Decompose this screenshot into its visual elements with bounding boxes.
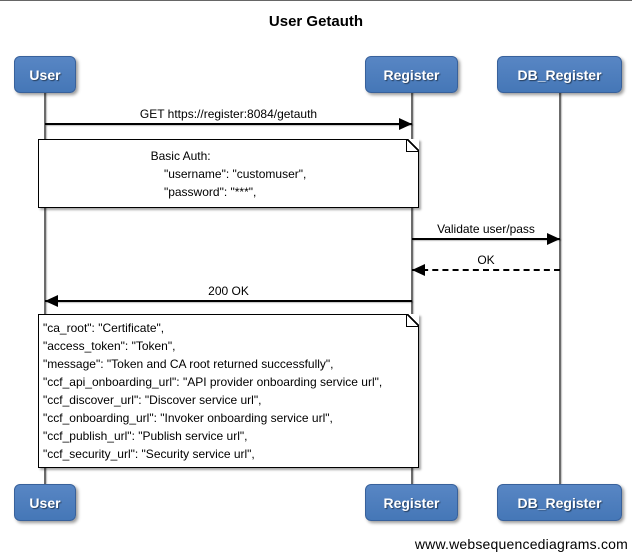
note-line: "message": "Token and CA root returned s… bbox=[43, 357, 334, 371]
note-line: "ccf_api_onboarding_url": "API provider … bbox=[43, 375, 383, 389]
actor-label: Register bbox=[383, 494, 440, 511]
watermark: www.websequencediagrams.com bbox=[414, 536, 628, 552]
message-200-ok: 200 OK bbox=[45, 284, 412, 307]
actor-label: Register bbox=[383, 66, 440, 83]
message-line bbox=[45, 118, 412, 130]
message-line bbox=[412, 233, 560, 245]
message-line-dashed bbox=[412, 264, 560, 276]
actor-label: User bbox=[29, 66, 61, 83]
message-ok-return: OK bbox=[412, 253, 560, 276]
actor-box-user-bottom: User bbox=[14, 484, 76, 521]
lifeline-register bbox=[411, 92, 413, 484]
note-fold-icon bbox=[406, 314, 419, 327]
actor-label: User bbox=[29, 494, 61, 511]
note-line: "password": "***", bbox=[150, 185, 257, 199]
actor-label: DB_Register bbox=[517, 494, 602, 511]
actor-box-db-register-top: DB_Register bbox=[497, 56, 622, 93]
note-text-block: Basic Auth: "username": "customuser", "p… bbox=[151, 147, 307, 201]
arrowhead-left-icon bbox=[45, 295, 58, 307]
note-line: Basic Auth: bbox=[150, 149, 211, 163]
note-basic-auth: Basic Auth: "username": "customuser", "p… bbox=[38, 139, 419, 208]
arrowhead-right-icon bbox=[547, 233, 560, 245]
message-label: OK bbox=[477, 253, 495, 267]
lifeline-db-register bbox=[559, 92, 561, 484]
message-label: GET https://register:8084/getauth bbox=[139, 107, 318, 121]
note-line: "ccf_onboarding_url": "Invoker onboardin… bbox=[43, 411, 333, 425]
note-line: "username": "customuser", bbox=[150, 167, 307, 181]
message-get-getauth: GET https://register:8084/getauth bbox=[45, 107, 412, 130]
message-validate-user-pass: Validate user/pass bbox=[412, 222, 560, 245]
actor-label: DB_Register bbox=[517, 66, 602, 83]
actor-box-user-top: User bbox=[14, 56, 76, 93]
note-line: "ccf_publish_url": "Publish service url"… bbox=[43, 429, 248, 443]
lifeline-user bbox=[44, 92, 46, 484]
diagram-title: User Getauth bbox=[268, 13, 364, 30]
note-line: "ccf_security_url": "Security service ur… bbox=[43, 447, 255, 461]
actor-box-register-top: Register bbox=[365, 56, 458, 93]
note-fold-icon bbox=[406, 139, 419, 152]
arrowhead-left-icon bbox=[412, 264, 425, 276]
note-line: "ccf_discover_url": "Discover service ur… bbox=[43, 393, 262, 407]
note-auth-response: "ca_root": "Certificate", "access_token"… bbox=[38, 314, 419, 468]
note-line: "ca_root": "Certificate", bbox=[43, 321, 165, 335]
message-label: Validate user/pass bbox=[437, 222, 535, 236]
arrowhead-right-icon bbox=[399, 118, 412, 130]
message-line bbox=[45, 295, 412, 307]
actor-box-db-register-bottom: DB_Register bbox=[497, 484, 622, 521]
actor-box-register-bottom: Register bbox=[365, 484, 458, 521]
message-label: 200 OK bbox=[208, 284, 249, 298]
note-line: "access_token": "Token", bbox=[43, 339, 176, 353]
